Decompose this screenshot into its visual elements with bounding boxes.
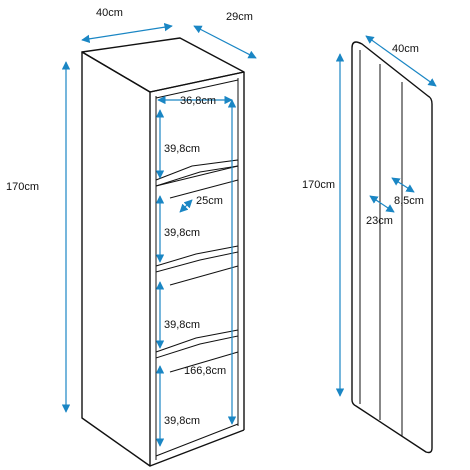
cabinet-dimensions: 40cm 29cm 170cm 36,8cm 39,8cm 39,8cm 39,… — [6, 7, 257, 447]
shelf-height-2-label: 39,8cm — [164, 227, 200, 239]
door-depth-label: 23cm — [366, 215, 393, 227]
inner-height-label: 166,8cm — [184, 365, 226, 377]
door-height-label: 170cm — [302, 179, 335, 191]
cabinet-width-label: 40cm — [96, 7, 123, 19]
cabinet-left-side — [81, 51, 151, 467]
door-drawing — [351, 41, 433, 454]
shelf-height-3-label: 39,8cm — [164, 319, 200, 331]
door-dimensions: 40cm 170cm 8,5cm 23cm — [302, 35, 437, 397]
shelf-3 — [155, 329, 239, 359]
cabinet-bottom-inner — [155, 423, 239, 457]
cabinet-top-inner-edge — [149, 71, 245, 93]
shelf-height-4-label: 39,8cm — [164, 415, 200, 427]
door-width-label: 40cm — [392, 43, 419, 55]
door-thickness-label: 8,5cm — [394, 195, 424, 207]
cabinet-height-label: 170cm — [6, 181, 39, 193]
cabinet-drawing — [81, 37, 245, 467]
shelf-height-1-label: 39,8cm — [164, 143, 200, 155]
shelf-1 — [155, 159, 239, 187]
inner-top-depth-label: 36,8cm — [180, 95, 216, 107]
door-outline — [351, 41, 433, 454]
cabinet-depth-label: 29cm — [226, 11, 253, 23]
shelf-depth-label: 25cm — [196, 195, 223, 207]
cabinet-top-inner-edge-2 — [155, 79, 239, 99]
cabinet-bottom-front — [149, 429, 245, 467]
shelf-2 — [155, 245, 239, 273]
